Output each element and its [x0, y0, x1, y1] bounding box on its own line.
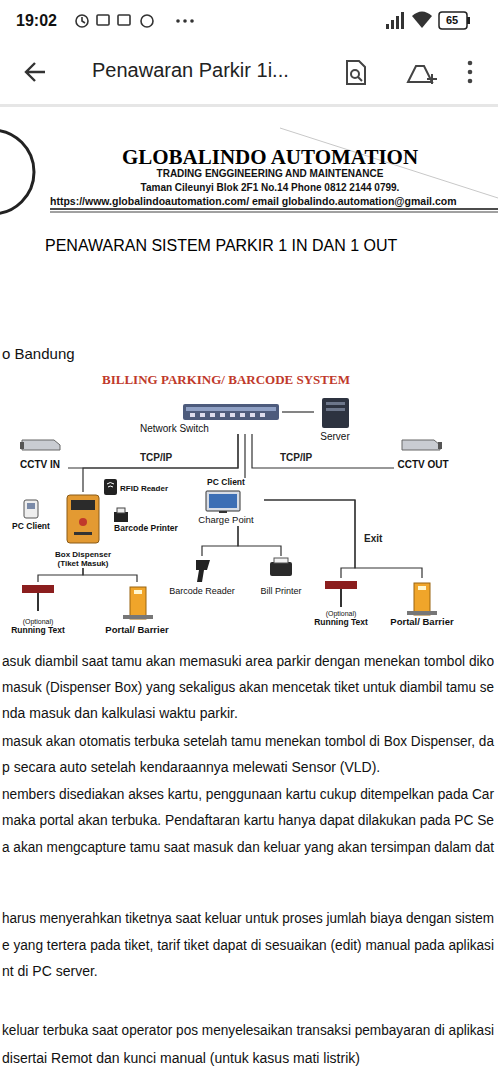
device-node: Server: [314, 396, 356, 442]
body-text: disertai Remot dan kunci manual (untuk k…: [2, 1050, 360, 1066]
link-label: TCP/IP: [280, 452, 312, 464]
network-wire: [38, 568, 83, 582]
body-text: e yang tertera pada tiket, tarif tiket d…: [2, 937, 494, 953]
network-wire: [68, 434, 238, 468]
document-heading: PENAWARAN SISTEM PARKIR 1 IN DAN 1 OUT: [45, 237, 397, 255]
body-text: nda masuk dan kalkulasi waktu parkir.: [2, 705, 238, 721]
body-text: nt di PC server.: [2, 963, 98, 979]
device-label: Bill Printer: [260, 586, 301, 596]
body-text: harus menyerahkan tiketnya saat keluar u…: [2, 910, 494, 926]
device-label: PC Client: [207, 478, 245, 488]
device-node: Network Switch: [140, 404, 282, 434]
body-text: p secara auto setelah kendaraannya melew…: [2, 759, 380, 775]
body-text: nembers disediakan akses kartu, pengguna…: [2, 786, 494, 802]
network-wire: [264, 500, 422, 578]
device-node: PC Client: [8, 498, 54, 532]
branch-label: Exit: [364, 533, 382, 545]
company-tagline: TRADING ENGGINEERING AND MAINTENANCE: [157, 168, 384, 180]
device-node: PC ClientCharge Point: [188, 478, 264, 526]
company-contact: https://www.globalindoautomation.com/ em…: [50, 195, 457, 207]
device-label: Portal/ Barrier: [105, 625, 168, 636]
clock-time: 19:02: [16, 12, 57, 30]
device-node: Barcode Printer: [112, 508, 180, 534]
diagram-title: BILLING PARKING/ BARCODE SYSTEM: [102, 373, 350, 388]
device-label: Barcode Printer: [114, 524, 178, 534]
app-title: Penawaran Parkir 1i...: [92, 59, 289, 82]
device-label: CCTV OUT: [397, 459, 448, 471]
company-address: Taman Cileunyi Blok 2F1 No.14 Phone 0812…: [141, 182, 400, 194]
company-name: GLOBALINDO AUTOMATION: [122, 145, 418, 169]
device-label: RFID Reader: [120, 484, 168, 493]
device-node: Portal/ Barrier: [378, 578, 466, 628]
body-text: masuk (Dispenser Box) yang sekaligus aka…: [2, 679, 494, 695]
device-label: Charge Point: [198, 515, 253, 526]
body-text: masuk akan otomatis terbuka setelah tamu…: [2, 733, 494, 749]
network-wire: [238, 526, 281, 556]
device-node: CCTV OUT: [394, 434, 452, 470]
device-label: Server: [320, 431, 349, 443]
network-wire: [244, 434, 245, 478]
device-label: Running Text: [314, 618, 368, 628]
body-text: keluar terbuka saat operator pos menyele…: [2, 1022, 494, 1038]
body-text: asuk diambil saat tamu akan memasuki are…: [2, 653, 494, 669]
link-label: TCP/IP: [140, 452, 172, 464]
device-node: Bill Printer: [250, 556, 312, 596]
device-node: RFID Reader: [120, 482, 172, 496]
body-text: a akan mengcapture tamu saat masuk dan k…: [2, 839, 494, 855]
device-label: (Optional): [326, 610, 357, 618]
device-node: Box Dispenser (Tiket Masuk): [50, 492, 116, 568]
network-wire: [83, 568, 137, 582]
network-wire: [202, 526, 238, 556]
device-label: (Optional): [23, 618, 54, 626]
network-wire: [282, 411, 314, 412]
device-node: (Optional)Running Text: [308, 578, 374, 628]
device-node: CCTV IN: [12, 434, 68, 470]
device-label: PC Client: [12, 522, 50, 532]
network-wire: [264, 500, 355, 578]
device-label: Portal/ Barrier: [390, 617, 453, 628]
device-node: Barcode Reader: [164, 556, 240, 596]
battery-level: 65: [446, 14, 458, 27]
device-label: Barcode Reader: [169, 586, 235, 596]
device-label: Running Text: [11, 626, 65, 636]
device-node: Portal/ Barrier: [93, 582, 181, 636]
device-label: CCTV IN: [20, 459, 60, 471]
body-text: o Bandung: [2, 345, 75, 362]
device-label: Network Switch: [140, 423, 209, 435]
body-text: maka portal akan terbuka. Pendaftaran ka…: [2, 812, 494, 828]
device-node: (Optional)Running Text: [6, 582, 70, 636]
device-label: Box Dispenser (Tiket Masuk): [50, 550, 116, 568]
